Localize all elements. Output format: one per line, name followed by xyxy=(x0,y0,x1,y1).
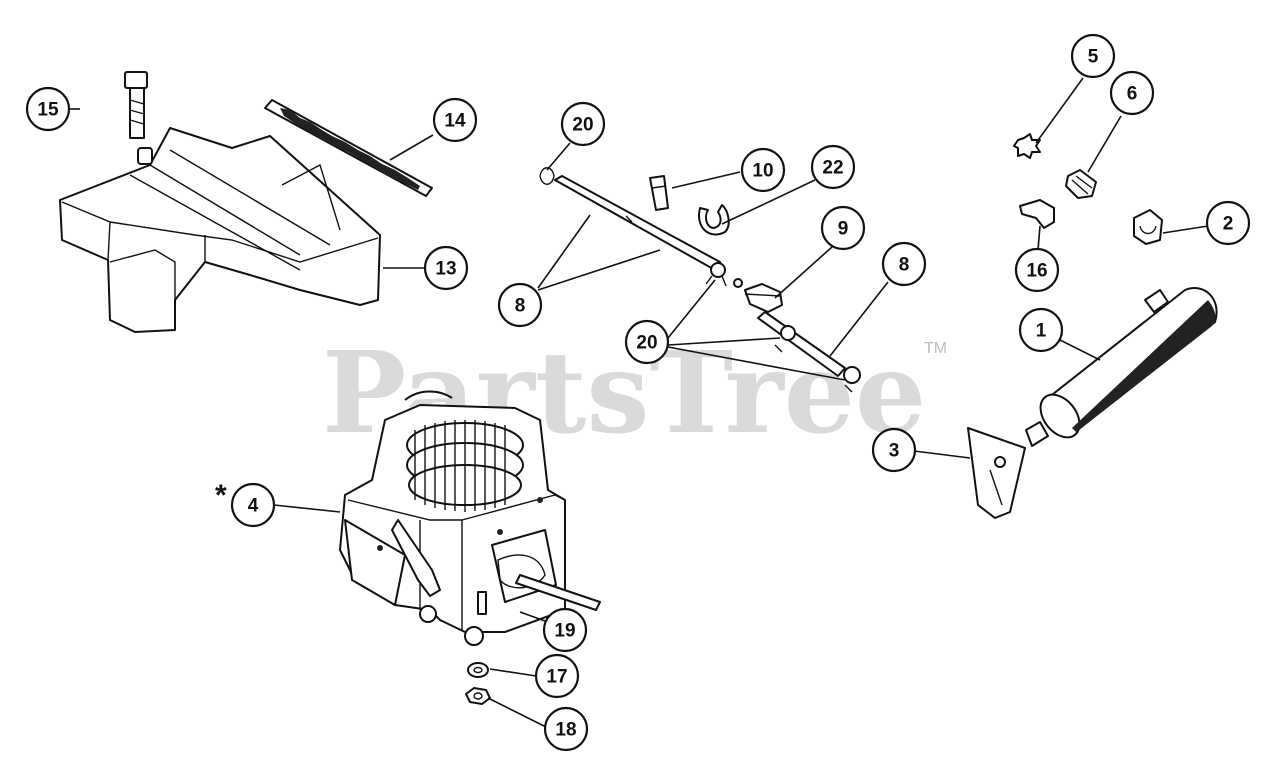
callout-9: 9 xyxy=(820,205,866,251)
callout-16: 16 xyxy=(1014,247,1060,293)
callout-1-label: 1 xyxy=(1036,321,1047,342)
part-clamp-2 xyxy=(1133,209,1163,245)
callout-8-right-label: 8 xyxy=(899,255,910,276)
callout-6-label: 6 xyxy=(1127,84,1138,105)
part-linkage-9 xyxy=(733,278,783,313)
part-strip xyxy=(264,99,433,197)
callout-15-label: 15 xyxy=(37,100,59,121)
callout-17-label: 17 xyxy=(546,667,567,688)
watermark-trademark: TM xyxy=(924,340,947,357)
callout-22-label: 22 xyxy=(822,158,843,179)
callout-20-upper: 20 xyxy=(560,101,606,147)
callout-13: 13 xyxy=(423,245,469,291)
callout-1: 1 xyxy=(1018,307,1064,353)
callout-8-right: 8 xyxy=(881,241,927,287)
callout-20-upper-label: 20 xyxy=(572,115,593,136)
part-muffler xyxy=(1025,287,1218,447)
callout-15: 15 xyxy=(25,86,71,132)
part-engine xyxy=(339,390,601,646)
callout-3: 3 xyxy=(871,427,917,473)
part-nut-18 xyxy=(465,687,491,705)
callout-20-lower: 20 xyxy=(624,319,670,365)
callout-6: 6 xyxy=(1109,70,1155,116)
part-bolt xyxy=(124,71,148,139)
callout-4-label: 4 xyxy=(248,496,259,517)
callout-2: 2 xyxy=(1205,200,1251,246)
callout-19: 19 xyxy=(542,607,588,653)
callout-3-label: 3 xyxy=(889,441,900,462)
callout-18-label: 18 xyxy=(555,720,576,741)
callout-8-left: 8 xyxy=(497,282,543,328)
asterisk-mark: * xyxy=(215,479,227,512)
callout-10-label: 10 xyxy=(752,161,773,182)
callout-17: 17 xyxy=(534,653,580,699)
part-nipple-6 xyxy=(1065,169,1097,199)
callout-14-label: 14 xyxy=(444,111,466,132)
callout-19-label: 19 xyxy=(554,621,575,642)
part-clamp-22 xyxy=(698,204,730,236)
callout-18: 18 xyxy=(543,706,589,752)
part-star-washer-5 xyxy=(1013,133,1041,159)
callout-8-left-label: 8 xyxy=(515,296,526,317)
callout-10: 10 xyxy=(740,147,786,193)
callout-2-label: 2 xyxy=(1223,214,1234,235)
callout-5-label: 5 xyxy=(1088,47,1099,68)
callout-22: 22 xyxy=(810,144,856,190)
callout-16-label: 16 xyxy=(1026,261,1047,282)
part-fuel-tank xyxy=(59,127,381,333)
callout-20-lower-label: 20 xyxy=(636,333,657,354)
callout-9-label: 9 xyxy=(838,219,849,240)
callout-5: 5 xyxy=(1070,33,1116,79)
callout-14: 14 xyxy=(432,97,478,143)
part-elbow-16 xyxy=(1019,199,1055,229)
leader-lines xyxy=(70,77,1209,728)
part-muffler-bracket xyxy=(967,427,1026,519)
part-washer-17 xyxy=(467,662,489,678)
part-governor-rod-lower xyxy=(757,311,861,393)
part-governor-rod-upper xyxy=(539,167,727,287)
callout-13-label: 13 xyxy=(435,259,456,280)
callout-4: 4 xyxy=(230,482,276,528)
part-bracket-10 xyxy=(649,175,669,211)
